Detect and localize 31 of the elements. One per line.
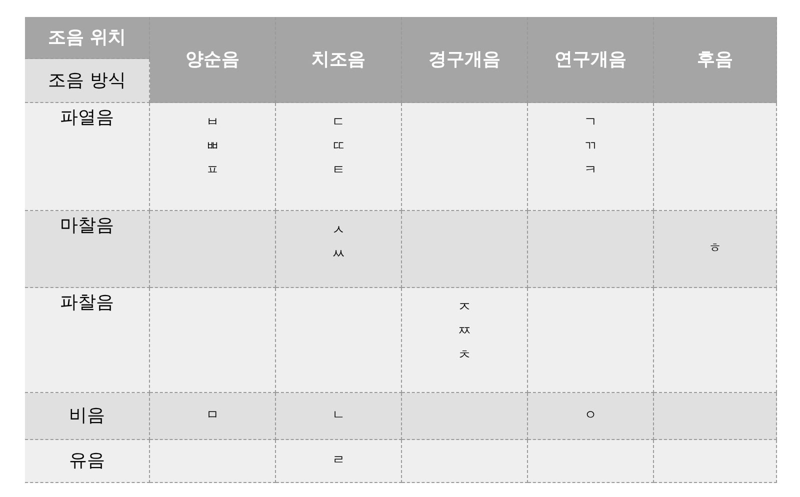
consonant-letter: ㅌ [332, 162, 345, 180]
consonant-letter: ㅂ [206, 114, 219, 132]
row-heading: 파열음 [60, 107, 114, 129]
consonant-letter: ㅍ [206, 162, 219, 180]
consonant-letter: ㅅ [332, 222, 345, 240]
consonant-letter: ㅊ [458, 347, 471, 365]
column-heading: 조음 위치 [48, 26, 126, 48]
consonant-letter: ㄹ [332, 452, 345, 470]
row-heading: 마찰음 [60, 215, 114, 237]
consonant-letter: ㅆ [332, 246, 345, 264]
consonant-letter: ㄱ [584, 114, 597, 132]
consonant-letter: ㅋ [584, 162, 597, 180]
consonant-letter: ㅈ [458, 299, 471, 317]
consonant-letter: ㄷ [332, 114, 345, 132]
column-heading: 연구개음 [554, 48, 626, 70]
column-heading: 경구개음 [428, 48, 500, 70]
consonant-letter: ㄴ [332, 407, 345, 425]
column-heading: 치조음 [312, 48, 366, 70]
consonant-letter: ㅁ [206, 407, 219, 425]
consonant-letter: ㅃ [206, 138, 219, 156]
row-heading: 비음 [69, 405, 105, 427]
row-heading: 파찰음 [60, 292, 114, 314]
consonant-letter: ㅇ [584, 407, 597, 425]
row-heading: 유음 [69, 450, 105, 472]
consonant-letter: ㄸ [332, 138, 345, 156]
row-heading: 조음 방식 [48, 70, 126, 92]
consonant-letter: ㅎ [708, 240, 722, 258]
consonant-letter: ㅉ [458, 323, 471, 341]
consonant-letter: ㄲ [584, 138, 597, 156]
column-heading: 후음 [697, 48, 733, 70]
column-heading: 양순음 [186, 48, 240, 70]
